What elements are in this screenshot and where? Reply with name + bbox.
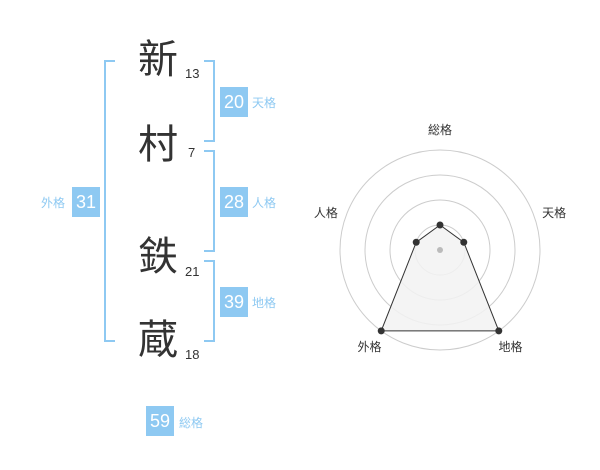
soukaku-badge: 59 [146, 406, 174, 436]
radar-center-dot [437, 247, 443, 253]
radar-point [460, 238, 468, 246]
radar-axis-label: 地格 [499, 339, 523, 354]
chikaku-bracket [204, 260, 215, 342]
jinkaku-badge: 28 [220, 187, 248, 217]
radar-point [412, 238, 420, 246]
radar-point [436, 221, 444, 229]
name-char-2: 村 [138, 122, 178, 168]
tenkaku-bracket [204, 60, 215, 142]
radar-points [377, 221, 503, 335]
radar-point [495, 327, 503, 335]
gaikaku-bracket [104, 60, 115, 342]
chikaku-label: 地格 [252, 296, 277, 310]
soukaku-label: 総格 [179, 416, 204, 430]
stroke-count-4: 18 [185, 347, 200, 362]
radar-ring [339, 149, 541, 351]
radar-axis-label: 天格 [542, 205, 566, 220]
radar-axis-label: 外格 [357, 339, 381, 354]
stroke-count-1: 13 [185, 66, 200, 81]
stroke-count-3: 21 [185, 264, 200, 279]
stroke-count-2: 7 [188, 145, 196, 160]
jinkaku-bracket [204, 150, 215, 252]
radar-axis-label: 人格 [314, 205, 338, 220]
tenkaku-label: 天格 [252, 96, 277, 110]
chikaku-badge: 39 [220, 287, 248, 317]
jinkaku-label: 人格 [252, 196, 277, 210]
radar-axis-label: 総格 [428, 122, 452, 137]
gaikaku-badge: 31 [72, 187, 100, 217]
radar-point [377, 327, 385, 335]
name-char-1: 新 [138, 37, 178, 83]
gaikaku-label: 外格 [41, 196, 66, 210]
radar-polygon [380, 224, 500, 332]
name-char-3: 鉄 [138, 234, 178, 280]
name-char-4: 蔵 [138, 317, 178, 363]
tenkaku-badge: 20 [220, 87, 248, 117]
